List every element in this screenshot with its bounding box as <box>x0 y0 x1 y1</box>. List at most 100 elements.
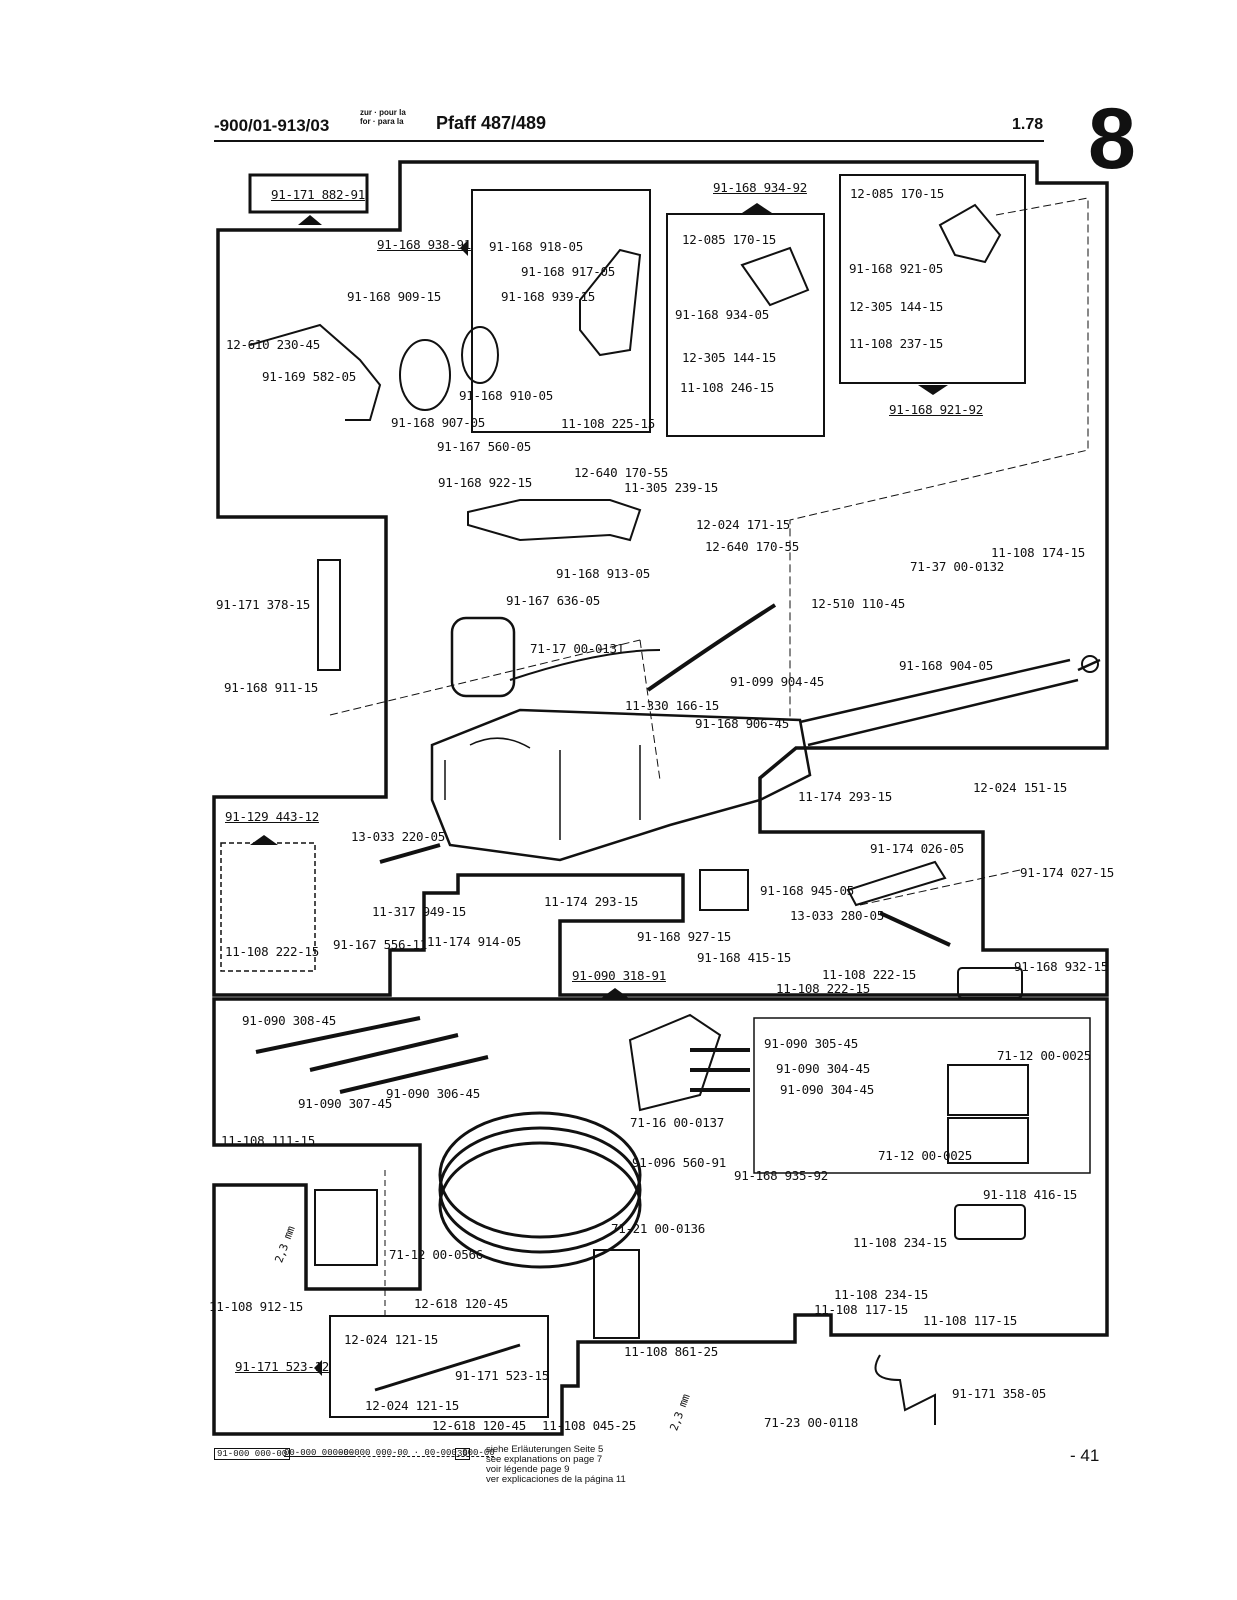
part-label-l32: 91-171 378-15 <box>216 597 310 612</box>
box-switch-group <box>753 1017 1091 1174</box>
rods <box>255 1016 489 1094</box>
machine-model: Pfaff 487/489 <box>436 113 547 133</box>
part-label-l76: 11-108 117-15 <box>814 1302 908 1317</box>
footer-symbol-3: 00-000 000-00 · 00-000 000-00 <box>338 1448 495 1458</box>
footer-symbol-1: 91-000 000-00 <box>214 1448 291 1460</box>
part-label-l7: 12-610 230-45 <box>226 337 320 352</box>
part-label-l6: 91-168 909-15 <box>347 289 441 304</box>
page-footer: 91-000 000-00 00-000 000-00 00-000 000-0… <box>0 1440 1237 1500</box>
part-label-l43: 13-033 220-05 <box>351 829 445 844</box>
part-label-l69: 91-096 560-91 <box>632 1155 726 1170</box>
box-91-168-921-92 <box>839 174 1026 384</box>
part-label-l16: 11-108 246-15 <box>680 380 774 395</box>
part-label-l58: 91-090 318-91 <box>572 968 666 983</box>
part-label-l42: 91-129 443-12 <box>225 809 319 824</box>
part-label-l56: 11-108 222-15 <box>776 981 870 996</box>
part-label-l49: 11-108 222-15 <box>225 944 319 959</box>
box-91-171-523-12 <box>329 1315 549 1418</box>
box-91-129-443-12 <box>220 842 316 972</box>
part-label-l20: 11-108 237-15 <box>849 336 943 351</box>
solenoid <box>450 616 516 698</box>
part-label-l33: 91-167 636-05 <box>506 593 600 608</box>
part-label-l75: 11-108 234-15 <box>834 1287 928 1302</box>
part-label-l1: 91-171 882-91 <box>271 187 365 202</box>
part-label-l67: 71-12 00-0025 <box>878 1148 972 1163</box>
part-label-l72: 71-21 00-0136 <box>611 1221 705 1236</box>
microswitch-2 <box>947 1117 1029 1164</box>
part-label-l52: 91-168 927-15 <box>637 929 731 944</box>
part-label-l26: 12-024 171-15 <box>696 517 790 532</box>
part-label-l28: 91-168 913-05 <box>556 566 650 581</box>
part-label-l21: 91-168 921-92 <box>889 402 983 417</box>
part-label-l62: 91-090 304-45 <box>780 1082 874 1097</box>
legend-fr: voir légende page 9 <box>486 1464 570 1475</box>
legend-de: siehe Erläuterungen Seite 5 <box>486 1444 604 1455</box>
part-label-l84: 91-171 358-05 <box>952 1386 1046 1401</box>
part-label-l31: 12-510 110-45 <box>811 596 905 611</box>
part-label-l68: 11-108 111-15 <box>221 1133 315 1148</box>
part-label-l53: 13-033 280-05 <box>790 908 884 923</box>
footer-legend: siehe Erläuterungen Seite 5 see explanat… <box>486 1445 626 1485</box>
part-label-l37: 91-168 911-15 <box>224 680 318 695</box>
part-label-l41: 12-024 151-15 <box>973 780 1067 795</box>
part-label-l25: 11-305 239-15 <box>624 480 718 495</box>
part-label-l35: 91-099 904-45 <box>730 674 824 689</box>
part-label-l78: 11-108 912-15 <box>209 1299 303 1314</box>
part-label-l80: 12-024 121-15 <box>344 1332 438 1347</box>
part-label-l8: 91-169 582-05 <box>262 369 356 384</box>
part-label-l55: 11-108 222-15 <box>822 967 916 982</box>
part-label-l39: 91-168 906-45 <box>695 716 789 731</box>
legend-en: see explanations on page 7 <box>486 1454 603 1465</box>
part-label-l59: 91-090 308-45 <box>242 1013 336 1028</box>
part-label-l44: 91-174 026-05 <box>870 841 964 856</box>
part-label-l22: 91-167 560-05 <box>437 439 531 454</box>
footer-symbol-2: 00-000 000-00 <box>284 1448 355 1458</box>
pin-13-033-280 <box>879 911 951 947</box>
part-label-l83: 91-171 523-15 <box>455 1368 549 1383</box>
part-label-l47: 11-174 293-15 <box>544 894 638 909</box>
part-label-l29: 11-108 174-15 <box>991 545 1085 560</box>
part-label-l27: 12-640 170-55 <box>705 539 799 554</box>
part-label-l19: 12-305 144-15 <box>849 299 943 314</box>
part-91-171-358 <box>874 1354 936 1425</box>
part-label-l77: 11-108 117-15 <box>923 1313 1017 1328</box>
part-label-l88: 71-23 00-0118 <box>764 1415 858 1430</box>
part-label-l87: 11-108 045-25 <box>542 1418 636 1433</box>
part-label-l48: 91-168 945-05 <box>760 883 854 898</box>
part-label-l14: 91-168 934-05 <box>675 307 769 322</box>
part-label-l79: 12-618 120-45 <box>414 1296 508 1311</box>
cable-coil <box>438 1111 642 1239</box>
part-label-l60: 91-090 305-45 <box>764 1036 858 1051</box>
part-label-l85: 12-024 121-15 <box>365 1398 459 1413</box>
part-label-l40: 11-174 293-15 <box>798 789 892 804</box>
part-label-l61: 91-090 304-45 <box>776 1061 870 1076</box>
part-label-l13: 12-085 170-15 <box>682 232 776 247</box>
part-label-l9: 91-168 910-05 <box>459 388 553 403</box>
lever-91-168-922 <box>467 499 642 542</box>
part-label-l5: 91-168 939-15 <box>501 289 595 304</box>
pin-13-033-220 <box>379 843 441 864</box>
part-label-l57: 91-168 932-15 <box>1014 959 1108 974</box>
part-label-l45: 91-174 027-15 <box>1020 865 1114 880</box>
plug <box>628 1013 722 1112</box>
cam-91-168-939 <box>579 248 642 357</box>
part-label-l46: 11-317 949-15 <box>372 904 466 919</box>
part-label-l18: 91-168 921-05 <box>849 261 943 276</box>
part-label-l12: 91-168 934-92 <box>713 180 807 195</box>
assembly-outline-lower <box>212 997 1109 1436</box>
part-label-l38: 11-330 166-15 <box>625 698 719 713</box>
cam-91-168-921 <box>938 203 1002 264</box>
shaft <box>799 658 1101 747</box>
legend-es: ver explicaciones de la página 11 <box>486 1474 626 1485</box>
box-91-168-934-92 <box>666 213 825 437</box>
part-label-l17: 12-085 170-15 <box>850 186 944 201</box>
part-label-l66: 71-16 00-0137 <box>630 1115 724 1130</box>
part-label-l71: 91-118 416-15 <box>983 1187 1077 1202</box>
microswitch-1 <box>947 1064 1029 1116</box>
lever-91-174-026 <box>846 860 947 907</box>
part-label-l63: 71-12 00-0025 <box>997 1048 1091 1063</box>
plate-91-118-416 <box>954 1204 1026 1240</box>
part-label-l4: 91-168 917-05 <box>521 264 615 279</box>
